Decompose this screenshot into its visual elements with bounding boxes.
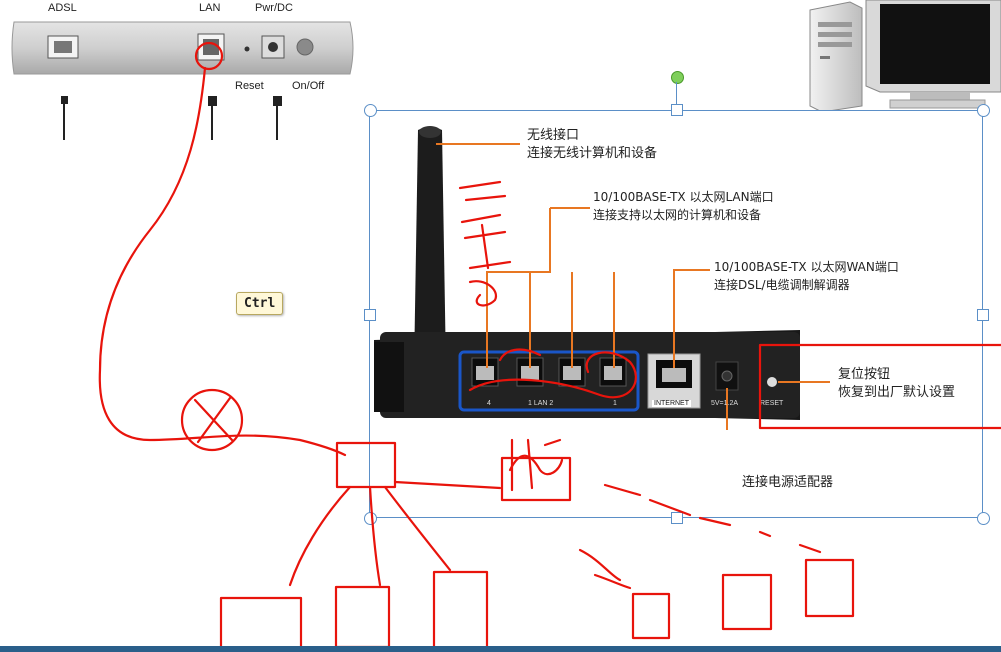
router-power-label: 5V=1.2A <box>711 400 739 407</box>
wan-port-title: 10/100BASE-TX 以太网WAN端口 <box>714 260 899 274</box>
router-internet-label: INTERNET <box>652 400 691 407</box>
router-image-frame[interactable] <box>369 110 983 518</box>
reset-button-title: 复位按钮 <box>838 367 891 382</box>
wireless-port-title: 无线接口 <box>527 128 580 143</box>
resize-handle-top[interactable] <box>671 104 683 116</box>
resize-handle-right[interactable] <box>977 309 989 321</box>
modem-lan-label: LAN <box>199 2 221 14</box>
pen-box-4 <box>631 592 671 640</box>
modem-illustration <box>11 21 354 140</box>
rotate-handle[interactable] <box>671 71 684 84</box>
pen-box-center <box>500 456 572 502</box>
wan-port-desc: 连接DSL/电缆调制解调器 <box>714 278 850 292</box>
pen-box-6 <box>804 558 855 618</box>
router-lan4-label: 4 <box>487 400 491 407</box>
router-lan1-label: 1 <box>613 400 617 407</box>
computer-icon <box>809 0 1001 112</box>
lan-port-desc: 连接支持以太网的计算机和设备 <box>593 208 762 222</box>
resize-handle-bottom[interactable] <box>671 512 683 524</box>
pen-cable-modem <box>98 66 347 457</box>
reset-button-annotation: 复位按钮 恢复到出厂默认设置 <box>838 366 955 402</box>
router-lan-label: 1 LAN 2 <box>528 400 554 407</box>
pen-box-5 <box>721 573 773 631</box>
resize-handle-top-right[interactable] <box>977 104 990 117</box>
lan-port-title: 10/100BASE-TX 以太网LAN端口 <box>593 190 774 204</box>
modem-back-panel <box>0 0 360 150</box>
pen-box-hub <box>335 441 397 489</box>
modem-pwr-label: Pwr/DC <box>255 2 293 14</box>
rotate-handle-stem <box>676 82 677 104</box>
router-illustration <box>374 126 830 430</box>
pen-circle-x <box>180 388 244 452</box>
resize-handle-bottom-right[interactable] <box>977 512 990 525</box>
lan-port-annotation: 10/100BASE-TX 以太网LAN端口 连接支持以太网的计算机和设备 <box>593 188 774 224</box>
modem-adsl-label: ADSL <box>48 2 77 14</box>
wan-port-annotation: 10/100BASE-TX 以太网WAN端口 连接DSL/电缆调制解调器 <box>714 258 899 294</box>
wireless-port-annotation: 无线接口 连接无线计算机和设备 <box>527 127 657 163</box>
modem-reset-label: Reset <box>235 80 264 92</box>
router-reset-label: RESET <box>760 400 784 407</box>
resize-handle-top-left[interactable] <box>364 104 377 117</box>
reset-button-desc: 恢复到出厂默认设置 <box>838 385 956 400</box>
wireless-port-desc: 连接无线计算机和设备 <box>527 146 658 161</box>
modem-onoff-label: On/Off <box>292 80 325 92</box>
pen-box-3 <box>432 570 489 650</box>
resize-handle-left[interactable] <box>364 309 376 321</box>
pen-box-2 <box>334 585 391 649</box>
taskbar-strip <box>0 646 1001 652</box>
pen-circle-modem-lan <box>194 41 224 71</box>
ctrl-key-indicator: Ctrl <box>236 292 284 315</box>
power-adapter-annotation: 连接电源适配器 <box>742 475 834 490</box>
resize-handle-bottom-left[interactable] <box>364 512 377 525</box>
pen-box-1 <box>219 596 303 650</box>
